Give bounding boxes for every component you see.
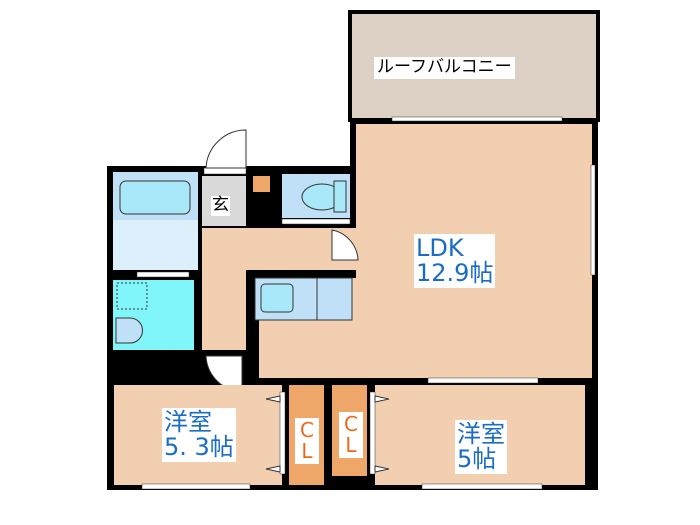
closet-2-c: C — [344, 412, 358, 436]
window — [391, 116, 563, 122]
western-room-1-size: 5. 3帖 — [164, 433, 234, 462]
closet-1-c: C — [300, 418, 314, 442]
ldk-size: 12.9帖 — [416, 259, 494, 288]
shoe-cabinet — [253, 176, 270, 192]
closet-1-l: L — [301, 439, 313, 463]
window — [141, 483, 251, 490]
window — [427, 377, 539, 384]
closet-2-l: L — [345, 433, 357, 457]
closet-1-label: C L — [295, 418, 319, 464]
wash-basin — [115, 317, 143, 344]
balcony-label: ルーフバルコニー — [374, 57, 515, 79]
ldk-label: LDK 12.9帖 — [414, 234, 496, 289]
entrance-door — [205, 129, 247, 169]
western-room-1-name: 洋室 — [164, 408, 212, 436]
entrance-label: 玄 — [211, 195, 230, 216]
window — [590, 164, 596, 276]
western-room-1-label: 洋室 5. 3帖 — [162, 408, 236, 463]
western-room-2-size: 5帖 — [457, 445, 497, 474]
toilet-door — [331, 229, 359, 261]
window — [421, 483, 543, 490]
sink — [260, 283, 294, 313]
ldk-name: LDK — [416, 234, 464, 262]
bathtub — [119, 180, 191, 215]
closet-2-label: C L — [339, 412, 363, 458]
hall-floor — [202, 228, 246, 350]
western-room-2-name: 洋室 — [457, 420, 505, 448]
western-room-2-label: 洋室 5帖 — [455, 420, 507, 475]
